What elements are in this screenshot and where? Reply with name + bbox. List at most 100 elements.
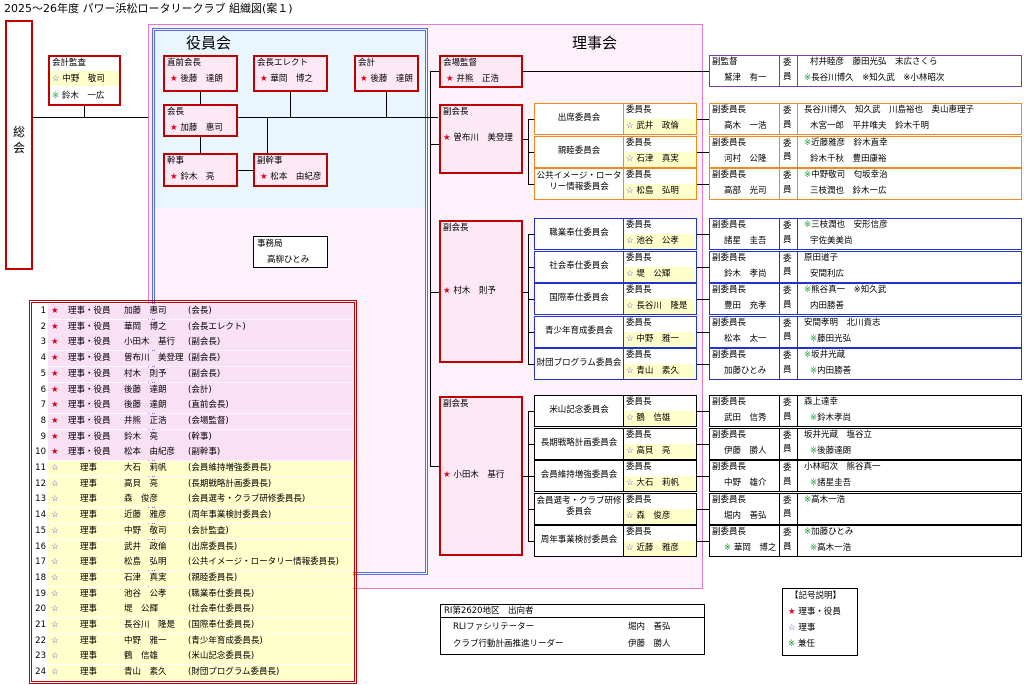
- committee-chair-label: 委員長: [626, 252, 652, 263]
- roster-mark: ★: [51, 415, 59, 426]
- roster-no: 18: [35, 572, 46, 583]
- committee-chair-name: ☆ 長谷川 隆是: [626, 301, 688, 311]
- roster-role: 理事・役員: [68, 384, 111, 395]
- committee-chair-name: ☆ 森 俊彦: [626, 510, 671, 521]
- committee-members: 宇佐美美尚: [810, 236, 853, 246]
- committee-chair-label: 委員長: [626, 397, 652, 407]
- committee-chair-label: 委員長: [626, 137, 652, 148]
- vice-president-box: [439, 220, 523, 363]
- ri-r1-label: RLIファシリテーター: [453, 622, 535, 632]
- roster-role: 理事・役員: [68, 306, 111, 316]
- committee-members: 内田勝善: [810, 301, 845, 311]
- roster-no: 3: [40, 337, 46, 348]
- roster-name: 小田木 基行: [124, 337, 176, 348]
- vice-chair-name: 高木 一浩: [724, 121, 767, 131]
- committee-members: ※三枝潤也 安形信彦: [804, 220, 888, 230]
- roster-name: 青山 素久: [124, 667, 167, 678]
- roster-post: (親睦委員長): [188, 572, 238, 583]
- roster-post: (長期戦略計画委員長): [188, 478, 272, 489]
- roster-post: (会計監査): [188, 525, 229, 536]
- roster-role: 理事・役員: [68, 447, 111, 458]
- roster-no: 14: [35, 510, 46, 521]
- committee-chair-name: ☆ 高貝 亮: [626, 445, 671, 456]
- vice-president-box: [439, 104, 523, 174]
- roster-role: 理事・役員: [68, 368, 111, 379]
- roster-mark: ☆: [51, 620, 59, 630]
- vice-chair-label: 副委員長: [712, 285, 747, 295]
- iin-label: 委員: [783, 171, 792, 195]
- vice-chair-name: 諸星 圭吾: [724, 236, 767, 246]
- roster-role: 理事: [80, 620, 98, 630]
- jimukyoku-label: 事務局: [257, 239, 283, 249]
- vice-president-label: 副会長: [443, 399, 469, 409]
- committee-chair-label: 委員長: [626, 462, 652, 472]
- roster-role: 理事: [80, 604, 98, 615]
- roster-role: 理事: [80, 557, 98, 568]
- roster-no: 13: [35, 494, 46, 505]
- vice-chair-label: 副委員長: [712, 494, 747, 505]
- vice-president-name: ★ 曽布川 美登理: [443, 133, 513, 143]
- vice-chair-label: 副委員長: [712, 252, 747, 263]
- committee-members-box: [709, 348, 1022, 380]
- roster-role: 理事・役員: [68, 431, 111, 442]
- vice-chair-label: 副委員長: [712, 220, 747, 230]
- roster-role: 理事: [80, 525, 98, 536]
- ri-r2-label: クラブ行動計画推進リーダー: [453, 639, 564, 649]
- roster-name: 堤 公輝: [124, 604, 159, 615]
- vice-chair-label: 副委員長: [712, 527, 747, 537]
- roster-name: 華岡 博之: [124, 321, 167, 332]
- vice-chair-label: 副委員長: [712, 397, 747, 407]
- vice-chair-name: 豊田 充孝: [724, 301, 767, 311]
- roster-mark: ★: [51, 337, 59, 348]
- legend-box: [782, 588, 858, 656]
- vice-chair-name: 堀内 善弘: [724, 510, 767, 521]
- roster-mark: ☆: [51, 588, 59, 599]
- roster-post: (青少年育成委員長): [188, 635, 263, 646]
- roster-post: (社会奉仕委員長): [188, 604, 255, 615]
- roster-name: 後藤 達朗: [124, 384, 167, 395]
- committee-chair-label: 委員長: [626, 105, 652, 115]
- committee-members-box: [709, 283, 1022, 315]
- chokuzen-name: ★ 後藤 達朗: [170, 74, 223, 84]
- roster-post: (副会長): [188, 368, 221, 379]
- vice-chair-name: 武田 信秀: [724, 413, 767, 423]
- iin-label: 委員: [783, 351, 792, 375]
- roster-mark: ☆: [51, 525, 59, 536]
- ri-title: RI第2620地区 出向者: [444, 606, 534, 616]
- roster-mark: ★: [51, 321, 59, 332]
- committee-members: 三枝潤也 鈴木一広: [810, 186, 887, 196]
- roster-no: 8: [40, 415, 46, 426]
- committee-name: 公共イメージ・ロータリー情報委員会: [536, 171, 622, 193]
- roster-post: (副幹事): [188, 447, 221, 458]
- kaikei-kansa-m2: ※ 鈴木 一広: [52, 91, 105, 101]
- roster-mark: ★: [51, 447, 59, 458]
- iin-label: 委員: [783, 138, 792, 163]
- roster-name: 武井 政倫: [124, 541, 167, 552]
- roster-role: 理事・役員: [68, 337, 111, 348]
- roster-mark: ☆: [51, 510, 59, 521]
- committee-members: ※中野敬司 匂坂幸治: [804, 170, 888, 180]
- roster-role: 理事・役員: [68, 321, 111, 332]
- vice-president-label: 副会長: [443, 107, 469, 117]
- kanji-label: 幹事: [167, 156, 185, 166]
- chokuzen-label: 直前会長: [167, 58, 202, 68]
- committee-chair-label: 委員長: [626, 317, 652, 328]
- kaicho-box: [163, 104, 238, 137]
- committee-chair-name: ☆ 武井 政倫: [626, 121, 679, 131]
- roster-name: 加藤 惠司: [124, 306, 167, 316]
- committee-chair-name: ☆ 大石 莉帆: [626, 478, 679, 488]
- committee-members-box: [709, 460, 1022, 492]
- committee-chair-name: ☆ 石津 真実: [626, 153, 679, 164]
- kaijo-members: ※長谷川博久 ※知久武 ※小林昭次: [804, 73, 945, 83]
- iin-label: 委員: [783, 221, 792, 245]
- vice-president-name: ★ 小田木 基行: [443, 470, 505, 480]
- elect-box: [253, 55, 328, 92]
- vice-chair-label: 副委員長: [712, 105, 747, 115]
- committee-members: ※諸星圭吾: [810, 478, 852, 488]
- roster-no: 10: [35, 447, 46, 458]
- elect-label: 会長エレクト: [257, 58, 309, 68]
- committee-members: 坂井光蔵 塩谷立: [804, 429, 873, 440]
- vice-chair-name: 伊藤 勝人: [724, 445, 767, 456]
- iin-label: 委員: [783, 495, 792, 520]
- roster-no: 1: [40, 306, 46, 316]
